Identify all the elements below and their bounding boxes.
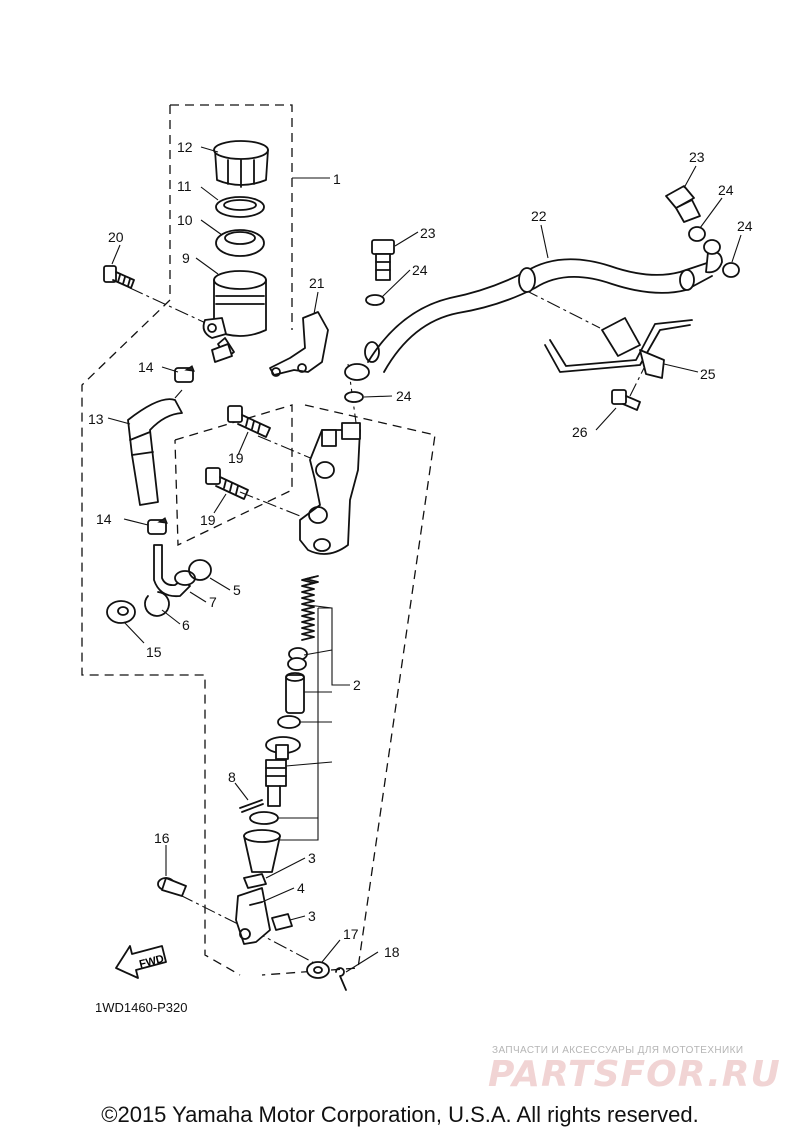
callout-8: 8 — [228, 769, 236, 785]
reservoir-tank — [202, 270, 267, 363]
fwd-arrow-icon: FWD — [115, 945, 167, 979]
copper-washer-left-upper — [365, 294, 385, 306]
diagram-code: 1WD1460-P320 — [95, 1000, 188, 1015]
callout-numbers: 1 2 3 3 4 5 6 7 8 9 10 11 12 13 14 14 15… — [88, 139, 753, 960]
callout-16: 16 — [154, 830, 170, 846]
callout-5: 5 — [233, 582, 241, 598]
watermark-logo: PARTSFOR.RU — [488, 1054, 781, 1095]
callout-19-lower: 19 — [200, 512, 216, 528]
callout-24-left-lower: 24 — [396, 388, 412, 404]
alignment-lines — [129, 287, 649, 966]
circlip — [144, 591, 170, 617]
callout-23-left: 23 — [420, 225, 436, 241]
fwd-label: FWD — [138, 953, 165, 971]
nut-upper — [243, 873, 267, 889]
callout-3-upper: 3 — [308, 850, 316, 866]
union-bolt-left — [371, 239, 395, 281]
reservoir-cap — [213, 140, 269, 188]
callout-24-right-1: 24 — [718, 182, 734, 198]
nut-lower — [271, 913, 293, 931]
callout-19-upper: 19 — [228, 450, 244, 466]
callout-2: 2 — [353, 677, 361, 693]
callout-14-upper: 14 — [138, 359, 154, 375]
callout-4: 4 — [297, 880, 305, 896]
piston-cup — [277, 715, 301, 729]
callout-1: 1 — [333, 171, 341, 187]
grommet — [106, 600, 136, 624]
reservoir-bracket — [269, 311, 329, 377]
brake-hose — [344, 250, 723, 381]
callout-10: 10 — [177, 212, 193, 228]
callout-13: 13 — [88, 411, 104, 427]
callout-23-right: 23 — [689, 149, 705, 165]
callout-18: 18 — [384, 944, 400, 960]
callout-24-right-2: 24 — [737, 218, 753, 234]
piston — [285, 672, 305, 714]
callout-7: 7 — [209, 594, 217, 610]
push-rod — [265, 759, 287, 807]
o-ring — [188, 559, 212, 581]
callout-25: 25 — [700, 366, 716, 382]
callout-9: 9 — [182, 250, 190, 266]
union-bolt-right — [665, 185, 701, 223]
callout-22: 22 — [531, 208, 547, 224]
push-rod-washer — [265, 736, 301, 760]
callout-3-lower: 3 — [308, 908, 316, 924]
callout-17: 17 — [343, 926, 359, 942]
copper-washer-right-2 — [703, 239, 721, 255]
push-rod-boot — [243, 829, 281, 873]
callout-20: 20 — [108, 229, 124, 245]
callout-15: 15 — [146, 644, 162, 660]
copper-washer-right-3 — [722, 262, 740, 278]
piston-cup-small — [287, 647, 308, 671]
clevis-pin — [157, 877, 187, 897]
leader-lines — [107, 146, 742, 973]
callout-11: 11 — [177, 178, 192, 194]
bolt-20 — [103, 265, 135, 289]
callout-6: 6 — [182, 617, 190, 633]
washer-17 — [306, 961, 330, 979]
reservoir-hose — [127, 398, 183, 506]
master-cylinder-group-outline — [174, 404, 436, 976]
callout-12: 12 — [177, 139, 193, 155]
callout-26: 26 — [572, 424, 588, 440]
clevis — [235, 887, 271, 945]
hose-holder — [544, 317, 693, 379]
watermark-tagline: ЗАПЧАСТИ И АКСЕССУАРЫ ДЛЯ МОТОТЕХНИКИ — [492, 1045, 744, 1056]
reservoir-group-outline — [81, 104, 293, 976]
holder-bolt — [611, 389, 641, 411]
callout-24-left-upper: 24 — [412, 262, 428, 278]
hose-joint — [153, 544, 196, 598]
callout-14-lower: 14 — [96, 511, 112, 527]
bolt-19-lower — [205, 467, 249, 500]
hose-clamp-upper — [174, 365, 195, 383]
copper-washer-right-1 — [688, 226, 706, 242]
piston-spring — [301, 575, 319, 641]
reservoir-diaphragm-plate — [215, 196, 265, 218]
push-rod-boot-clip — [249, 811, 279, 825]
cotter-pin-8 — [239, 799, 264, 813]
copper-washer-left-lower — [344, 391, 364, 403]
bolt-19-upper — [227, 405, 271, 438]
reservoir-diaphragm — [215, 229, 265, 257]
copyright-notice: ©2015 Yamaha Motor Corporation, U.S.A. A… — [101, 1102, 699, 1127]
cotter-pin-18 — [335, 967, 347, 991]
hose-clamp-lower — [147, 517, 168, 535]
master-cylinder-body — [299, 422, 361, 555]
callout-21: 21 — [309, 275, 325, 291]
